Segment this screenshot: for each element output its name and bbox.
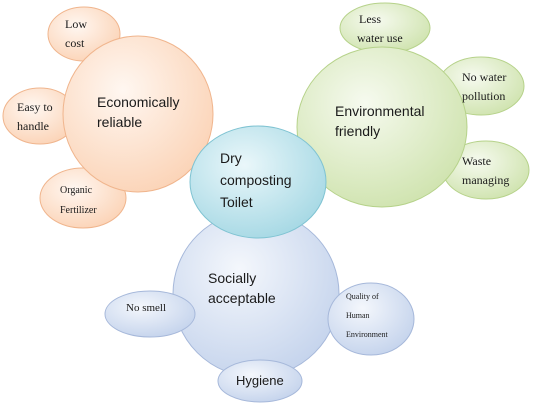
- leaf-easy-to-handle-label: Easy to handle: [17, 100, 53, 133]
- hub-label: Dry composting Toilet: [220, 150, 292, 210]
- leaf-waste-managing-label: Waste managing: [462, 154, 510, 187]
- leaf-no-water-pollution-label: No water pollution: [462, 70, 507, 103]
- leaf-low-cost-label: Low cost: [65, 17, 87, 50]
- branch-environmental-label: Environmental friendly: [335, 103, 425, 139]
- leaf-no-smell-bubble: [104, 290, 196, 338]
- leaf-no-smell-label: No smell: [126, 302, 167, 314]
- branch-economic-label: Economically reliable: [97, 94, 180, 130]
- leaf-organic-fertilizer-label: Organic Fertilizer: [60, 185, 97, 216]
- leaf-quality-of-human-environment-bubble: [327, 282, 415, 356]
- branch-environmental-circle: [296, 46, 468, 208]
- branch-economic-circle: [62, 35, 214, 193]
- leaf-hygiene-label: Hygiene: [236, 373, 284, 388]
- leaf-quality-of-human-environment-label: Quality of Human Environment: [346, 292, 388, 339]
- hub-circle: [189, 125, 327, 239]
- branch-social-label: Socially acceptable: [208, 270, 276, 306]
- leaf-hygiene-bubble: [217, 359, 303, 403]
- leaf-less-water-use-label: Less water use: [357, 12, 403, 45]
